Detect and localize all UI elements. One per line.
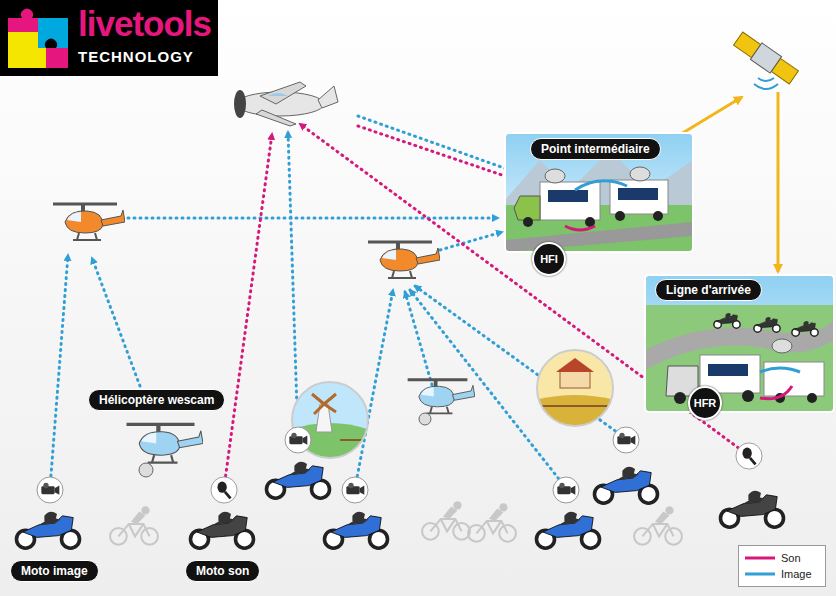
legend-text: Image	[781, 568, 812, 580]
panel-heading: Ligne d'arrivée	[655, 279, 762, 301]
caption-pill: Hélicoptère wescam	[88, 389, 225, 411]
brand-tagline: TECHNOLOGY	[78, 48, 194, 65]
legend-row: Son	[745, 550, 819, 566]
label-pill: Moto image	[10, 560, 99, 582]
legend-row: Image	[745, 566, 819, 582]
label-pill: Hélicoptère wescam	[88, 389, 225, 411]
panel-heading: Point intermédiaire	[530, 138, 661, 160]
legend-line	[745, 571, 775, 577]
station-badge: HFR	[688, 386, 722, 420]
station-code: HFR	[694, 397, 717, 409]
legend-box: SonImage	[738, 545, 826, 587]
label-pill: Moto son	[185, 560, 260, 582]
legend-text: Son	[781, 552, 801, 564]
station-badge: HFI	[532, 242, 566, 276]
brand-name: livetools	[78, 4, 211, 44]
station-code: HFI	[540, 253, 558, 265]
caption-pill: Moto son	[185, 560, 260, 582]
logo-box: livetoolsTECHNOLOGY	[0, 0, 218, 76]
scene-panel: Ligne d'arrivéeHFR	[643, 275, 832, 412]
scene-panel: Point intermédiaireHFI	[505, 133, 693, 252]
caption-pill: Moto image	[10, 560, 99, 582]
legend-line	[745, 555, 775, 561]
